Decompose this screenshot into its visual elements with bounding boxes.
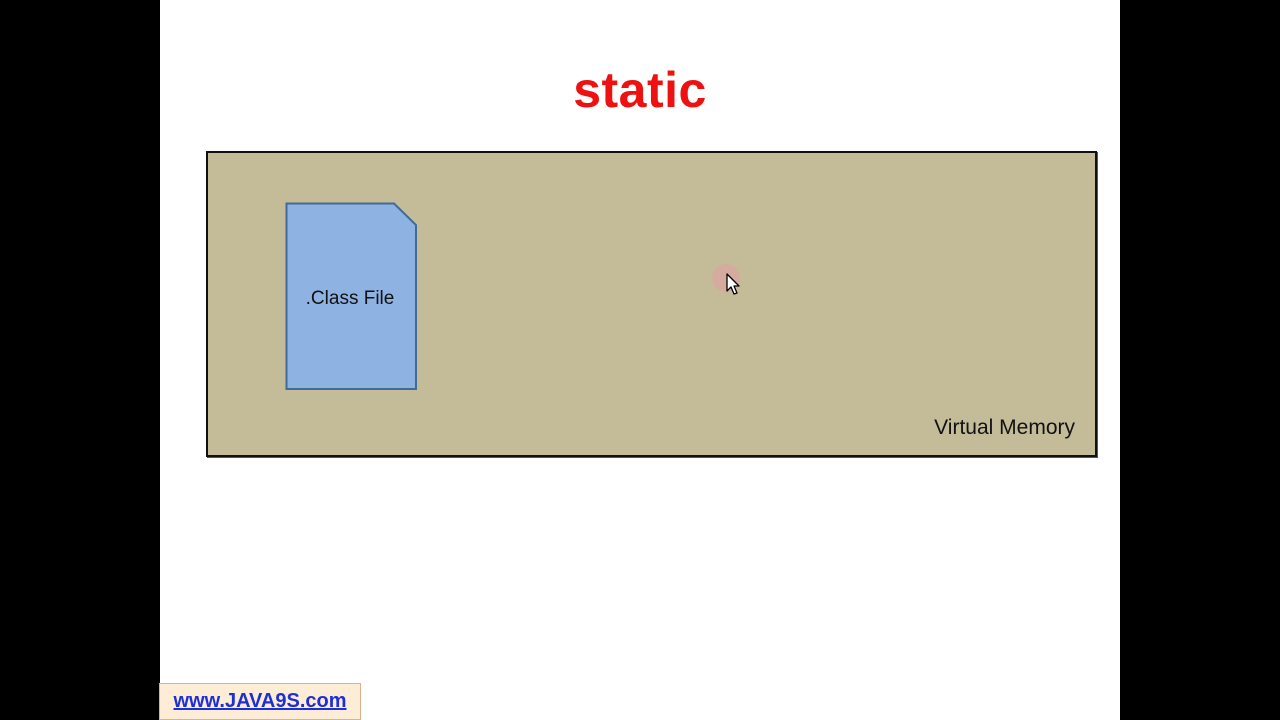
watermark-link[interactable]: www.JAVA9S.com — [173, 690, 347, 712]
class-file-shape: .Class File — [285, 202, 418, 391]
mouse-pointer — [711, 263, 745, 297]
virtual-memory-label: Virtual Memory — [934, 416, 1075, 439]
mouse-pointer-icon — [712, 264, 740, 295]
document-icon — [285, 202, 417, 390]
slide-title: static — [573, 62, 707, 118]
watermark-box: www.JAVA9S.com — [159, 683, 361, 720]
class-file-label: .Class File — [305, 288, 395, 309]
